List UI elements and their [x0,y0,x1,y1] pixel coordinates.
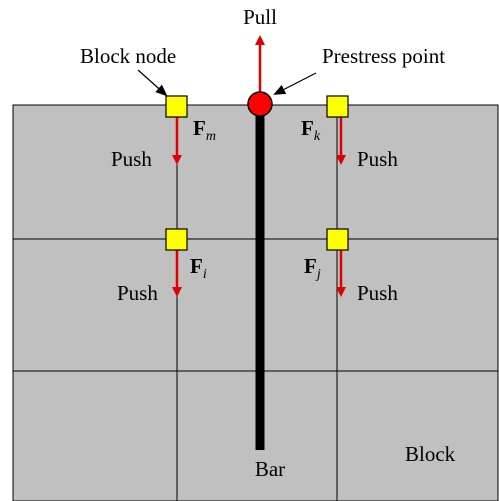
bar-label: Bar [255,457,285,481]
pull-label: Pull [243,5,277,29]
force-label-i: Fi [190,254,207,282]
block-node-m [165,95,188,118]
force-label-m: Fm [193,116,216,144]
prestress-point [247,91,273,117]
prestress-point-label: Prestress point [322,44,445,68]
block-node-label: Block node [80,44,176,68]
block-label: Block [405,442,456,466]
block-node-k [326,95,349,118]
block-node-callout-arrow [137,69,168,97]
push-label-m: Push [111,147,152,171]
prestress-point-callout-arrow [273,72,317,95]
push-label-j: Push [357,281,398,305]
force-label-k: Fk [301,116,321,144]
block-node-j [326,228,349,251]
force-label-j: Fj [304,254,321,282]
block-node-i [165,228,188,251]
push-label-k: Push [357,147,398,171]
push-label-i: Push [117,281,158,305]
